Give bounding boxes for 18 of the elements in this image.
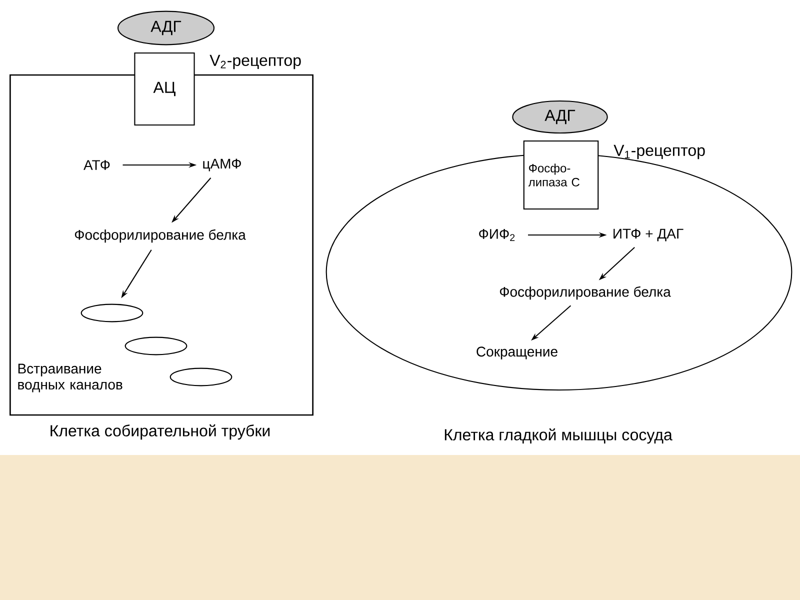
water-channel-ellipse xyxy=(80,304,144,322)
cell-label: Клетка собирательной трубки xyxy=(50,424,270,440)
substance-label: цАМФ xyxy=(203,158,241,172)
process-label: Встраивание водных каналов xyxy=(18,364,122,392)
process-label: Фосфорилирование белка xyxy=(74,229,246,243)
receptor-label: V$_{2}$-рецептор xyxy=(210,54,301,70)
substance-label: ИТФ + ДАГ xyxy=(614,228,684,242)
receptor-box: АЦ xyxy=(134,52,195,126)
cell-label: Клетка гладкой мышцы сосуда xyxy=(444,428,672,444)
water-channel-ellipse xyxy=(170,368,232,386)
receptor-box: Фосфо- липаза С xyxy=(523,140,599,210)
substance-label: АТФ xyxy=(84,160,110,170)
process-label: Фосфорилирование белка xyxy=(500,286,671,300)
cell-box xyxy=(10,74,314,416)
process-label: Сокращение xyxy=(476,346,558,360)
water-channel-ellipse xyxy=(124,336,188,356)
receptor-label: V$_{1}$-рецептор xyxy=(614,144,705,160)
substance-label: ФИФ$_{2}$ xyxy=(479,229,515,241)
